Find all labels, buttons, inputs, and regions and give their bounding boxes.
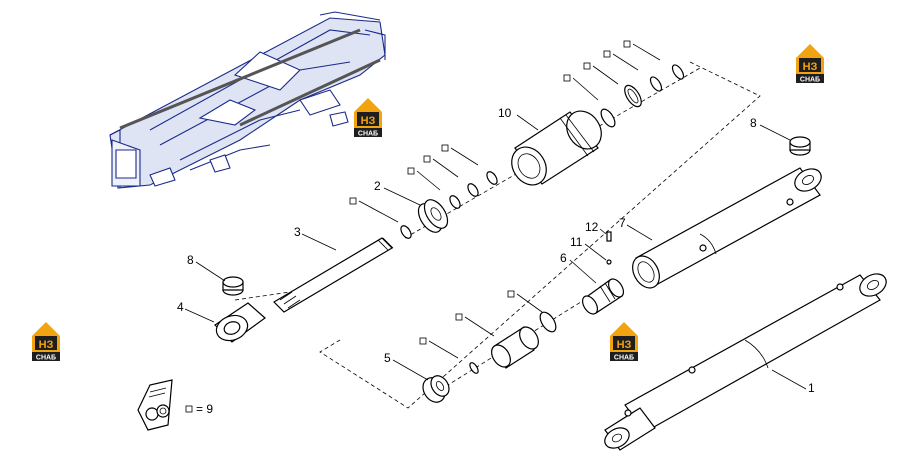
seal-rings-bottom <box>469 311 557 374</box>
callout-12: 12 <box>585 220 599 234</box>
svg-text:СНАБ: СНАБ <box>614 355 634 362</box>
part-12-set-screw <box>606 231 612 242</box>
part-5-end-cap <box>422 375 450 403</box>
callout-6: 6 <box>560 251 567 265</box>
svg-text:СНАБ: СНАБ <box>36 355 56 362</box>
svg-text:СНАБ: СНАБ <box>358 131 378 138</box>
callout-11: 11 <box>570 235 583 249</box>
part-8-bushing-left <box>222 276 244 296</box>
svg-text:СНАБ: СНАБ <box>800 77 820 84</box>
logo-badge: НЗ СНАБ <box>354 98 382 138</box>
part-7-barrel <box>632 167 822 289</box>
seal-kit-boundary <box>319 61 761 409</box>
part-3-rod <box>273 237 394 313</box>
axis-line <box>234 291 291 301</box>
callout-5: 5 <box>384 351 391 365</box>
legend-text: = 9 <box>196 402 213 416</box>
logo-badge: НЗ СНАБ <box>32 322 60 362</box>
svg-text:НЗ: НЗ <box>39 339 54 351</box>
callout-7: 7 <box>619 216 626 230</box>
part-2-piston <box>400 171 498 239</box>
callout-8-right: 8 <box>750 116 757 130</box>
svg-text:НЗ: НЗ <box>803 61 818 73</box>
callout-4: 4 <box>177 300 184 314</box>
seal-rings-top <box>600 64 685 128</box>
callout-8-left: 8 <box>187 253 194 267</box>
kit-markers <box>349 40 661 359</box>
part-1-cylinder-assembly <box>604 273 887 451</box>
callout-3: 3 <box>294 225 301 239</box>
seal-kit-legend: = 9 <box>137 379 213 431</box>
part-8-bushing-right <box>789 136 811 156</box>
logo-badge: НЗ СНАБ <box>610 322 638 362</box>
callout-2: 2 <box>374 179 381 193</box>
part-10-gland <box>511 110 602 186</box>
machine-illustration <box>109 11 386 189</box>
callout-1: 1 <box>808 381 815 395</box>
svg-text:НЗ: НЗ <box>361 115 376 127</box>
part-4-rod-eye <box>214 302 266 343</box>
logo-badge: НЗ СНАБ <box>796 44 824 84</box>
callout-leaders <box>184 114 807 390</box>
part-11-ball <box>606 259 612 265</box>
callout-10: 10 <box>498 106 512 120</box>
svg-text:НЗ: НЗ <box>617 339 632 351</box>
part-6-piston-head <box>581 278 625 315</box>
